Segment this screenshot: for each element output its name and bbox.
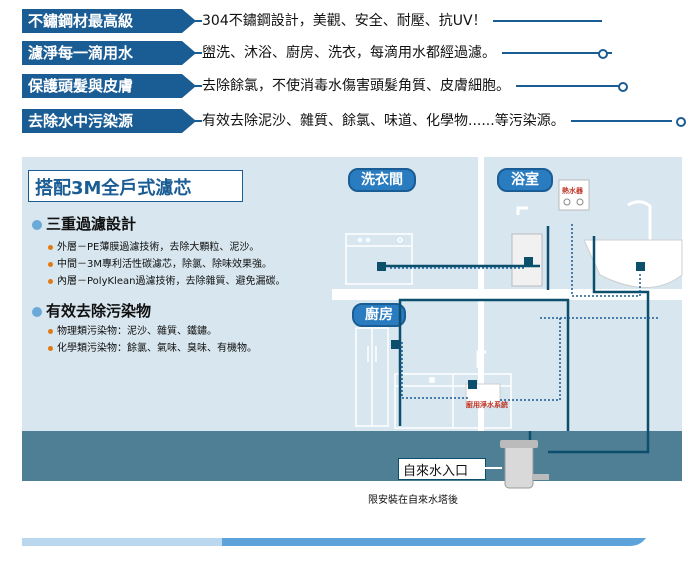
whole-house-filter-icon: [500, 440, 549, 489]
water-inlet-box: 自來水入口: [398, 458, 486, 480]
room-badge-bathroom: 浴室: [497, 168, 553, 192]
bullet-circle-icon: [32, 219, 42, 230]
water-heater-icon: [558, 179, 590, 211]
feature-label: 濾淨每一滴用水: [22, 41, 182, 65]
bullet-circle-icon: [32, 306, 42, 317]
feature-row-3: 保護頭髮與皮膚 去除餘氯，不使消毒水傷害頭髮角質、皮膚細胞。: [22, 74, 682, 98]
bullet-item: 物理類污染物：泥沙、雜質、鐵鏽。: [48, 322, 217, 337]
feature-row-2: 濾淨每一滴用水 盥洗、沐浴、廚房、洗衣，每滴用水都經過濾。: [22, 41, 682, 65]
whole-house-system-label: 全戶式不鏽鋼淨水系統: [533, 484, 633, 495]
shower-icon: [627, 200, 652, 260]
section-heading-filtration: 三重過濾設計: [32, 213, 136, 234]
feature-text: 去除餘氯，不使消毒水傷害頭髮角質、皮膚細胞。: [202, 75, 516, 97]
bullet-item: 中間－3M專利活性碳濾芯，除氯、除味效果強。: [48, 255, 272, 270]
feature-row-4: 去除水中污染源 有效去除泥沙、雜質、餘氯、味道、化學物......等污染源。: [22, 109, 686, 133]
kitchen-faucet-icon: [476, 350, 486, 368]
bullet-item: 化學類污染物：餘氯、氣味、臭味、有機物。: [48, 339, 257, 354]
feature-label: 保護頭髮與皮膚: [22, 74, 182, 98]
bullet-item: 外層－PE薄膜過濾技術，去除大顆粒、泥沙。: [48, 238, 259, 253]
room-badge-laundry: 洗衣間: [348, 168, 416, 192]
feature-label: 去除水中污染源: [22, 109, 182, 133]
wall-left-lower: [22, 289, 332, 431]
section-heading-pollutants: 有效去除污染物: [32, 300, 151, 321]
washing-machine-icon: [345, 233, 413, 285]
bottom-decor-bar: [22, 538, 646, 546]
install-note: 限安裝在自來水塔後: [368, 495, 458, 506]
feature-text: 304不鏽鋼設計，美觀、安全、耐壓、抗UV！: [202, 10, 493, 32]
kitchen-purifier-label: 廚用淨水系統: [466, 401, 508, 409]
feature-label: 不鏽鋼材最高級: [22, 9, 182, 33]
kitchen-purifier-icon: [465, 383, 501, 407]
ground-band: [22, 431, 682, 481]
bullet-item: 內層－PolyKlean過濾技術，去除雜質、避免漏碳。: [48, 272, 285, 287]
panel-title: 搭配3M全戶式濾芯: [35, 178, 192, 199]
feature-row-1: 不鏽鋼材最高級 304不鏽鋼設計，美觀、安全、耐壓、抗UV！: [22, 9, 682, 33]
room-badge-kitchen: 廚房: [352, 303, 406, 327]
faucet-icon: [516, 206, 528, 215]
water-inlet-label: 自來水入口: [403, 464, 469, 479]
panel-title-box: 搭配3M全戶式濾芯: [28, 170, 243, 202]
water-heater-label: 熱水器: [562, 187, 583, 195]
feature-text: 盥洗、沐浴、廚房、洗衣，每滴用水都經過濾。: [202, 42, 502, 64]
feature-text: 有效去除泥沙、雜質、餘氯、味道、化學物......等污染源。: [202, 110, 571, 132]
refrigerator-icon: [355, 327, 389, 427]
bathtub-icon: [583, 239, 683, 288]
